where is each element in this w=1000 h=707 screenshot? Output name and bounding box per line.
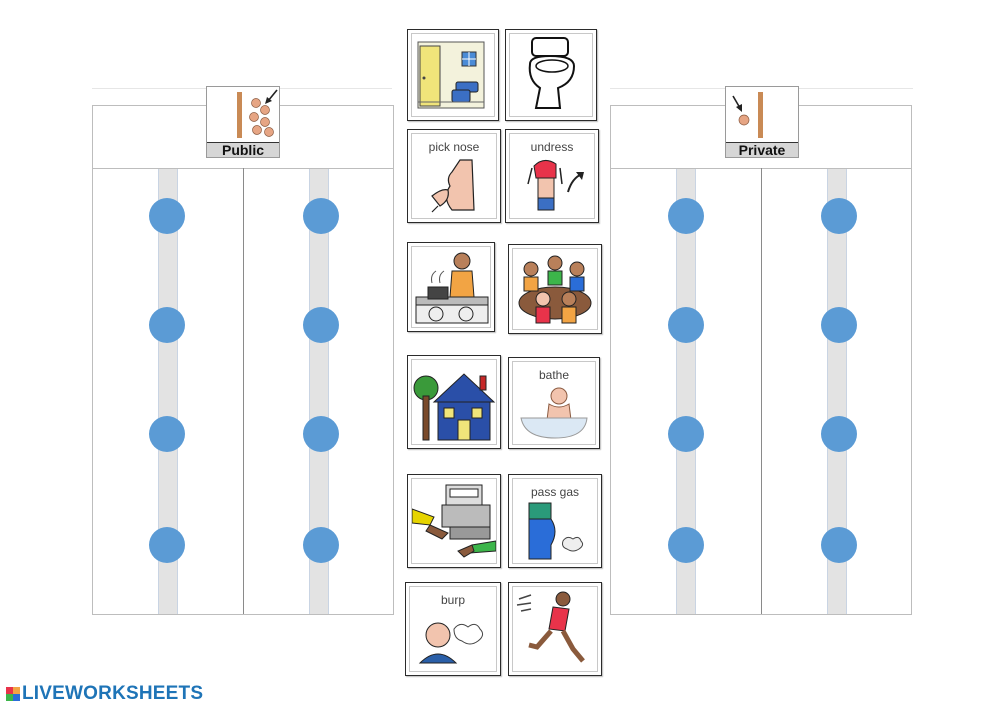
- card-bathe[interactable]: bathe: [508, 357, 600, 449]
- public-drop-dot[interactable]: [303, 307, 339, 343]
- public-column-divider: [243, 168, 244, 614]
- card-toilet[interactable]: [505, 29, 597, 121]
- private-column-divider: [761, 168, 762, 614]
- private-drop-dot[interactable]: [668, 416, 704, 452]
- card-group[interactable]: [508, 244, 602, 334]
- public-drop-dot[interactable]: [303, 198, 339, 234]
- private-label: Private: [726, 142, 798, 157]
- cash-register-icon: [412, 484, 496, 558]
- undress-icon: [527, 160, 584, 211]
- card-cash-register[interactable]: [407, 474, 501, 568]
- cooking-icon: [415, 252, 489, 324]
- public-drop-dot[interactable]: [303, 527, 339, 563]
- card-bathroom[interactable]: [407, 29, 499, 121]
- private-person-icon: [732, 92, 763, 138]
- card-frame: pass gas: [512, 478, 598, 564]
- card-text: undress: [530, 140, 574, 154]
- card-frame: burp: [409, 586, 497, 672]
- public-drop-dot[interactable]: [149, 527, 185, 563]
- card-text: bathe: [538, 368, 570, 382]
- public-drop-dot[interactable]: [303, 416, 339, 452]
- public-track-left: [158, 169, 178, 614]
- card-frame: bathe: [512, 361, 596, 445]
- card-frame: undress: [509, 133, 595, 219]
- running-icon: [516, 591, 585, 663]
- card-frame: [411, 478, 497, 564]
- card-house[interactable]: [407, 355, 501, 449]
- liveworksheets-logo: LIVEWORKSHEETS: [6, 683, 204, 704]
- public-drop-dot[interactable]: [149, 198, 185, 234]
- private-drop-dot[interactable]: [821, 527, 857, 563]
- private-drop-dot[interactable]: [821, 416, 857, 452]
- card-text: pick nose: [428, 140, 480, 154]
- card-cooking[interactable]: [407, 242, 495, 332]
- card-frame: [512, 248, 598, 330]
- card-pick-nose[interactable]: pick nose: [407, 129, 501, 223]
- private-drop-dot[interactable]: [668, 198, 704, 234]
- card-burp[interactable]: burp: [405, 582, 501, 676]
- public-drop-panel: [92, 105, 394, 615]
- private-track-right: [827, 169, 847, 614]
- pass-gas-icon: [528, 502, 584, 560]
- card-text: burp: [440, 593, 466, 607]
- public-label: Public: [207, 142, 279, 157]
- group-people-icon: [518, 255, 592, 324]
- private-track-left: [676, 169, 696, 614]
- toilet-icon: [528, 37, 576, 109]
- private-drop-dot[interactable]: [668, 307, 704, 343]
- logo-mark-icon: [6, 687, 20, 701]
- brand-text: LIVEWORKSHEETS: [22, 683, 204, 704]
- card-frame: pick nose: [411, 133, 497, 219]
- card-frame: [411, 33, 495, 117]
- pick-nose-icon: [431, 159, 475, 213]
- house-icon: [413, 373, 496, 441]
- card-frame: [411, 359, 497, 445]
- card-undress[interactable]: undress: [505, 129, 599, 223]
- public-people-icon: [237, 89, 278, 138]
- private-drop-panel: [610, 105, 912, 615]
- public-drop-dot[interactable]: [149, 307, 185, 343]
- public-drop-dot[interactable]: [149, 416, 185, 452]
- card-running[interactable]: [508, 582, 602, 676]
- burp-icon: [418, 622, 484, 664]
- card-frame: [512, 586, 598, 672]
- private-drop-dot[interactable]: [821, 198, 857, 234]
- card-text: pass gas: [530, 485, 580, 499]
- private-drop-dot[interactable]: [668, 527, 704, 563]
- public-symbol: Public: [206, 86, 280, 158]
- card-pass-gas[interactable]: pass gas: [508, 474, 602, 568]
- bathe-icon: [520, 387, 588, 439]
- public-track-right: [309, 169, 329, 614]
- private-drop-dot[interactable]: [821, 307, 857, 343]
- private-symbol: Private: [725, 86, 799, 158]
- bathroom-icon: [417, 41, 485, 109]
- card-frame: [411, 246, 491, 328]
- card-frame: [509, 33, 593, 117]
